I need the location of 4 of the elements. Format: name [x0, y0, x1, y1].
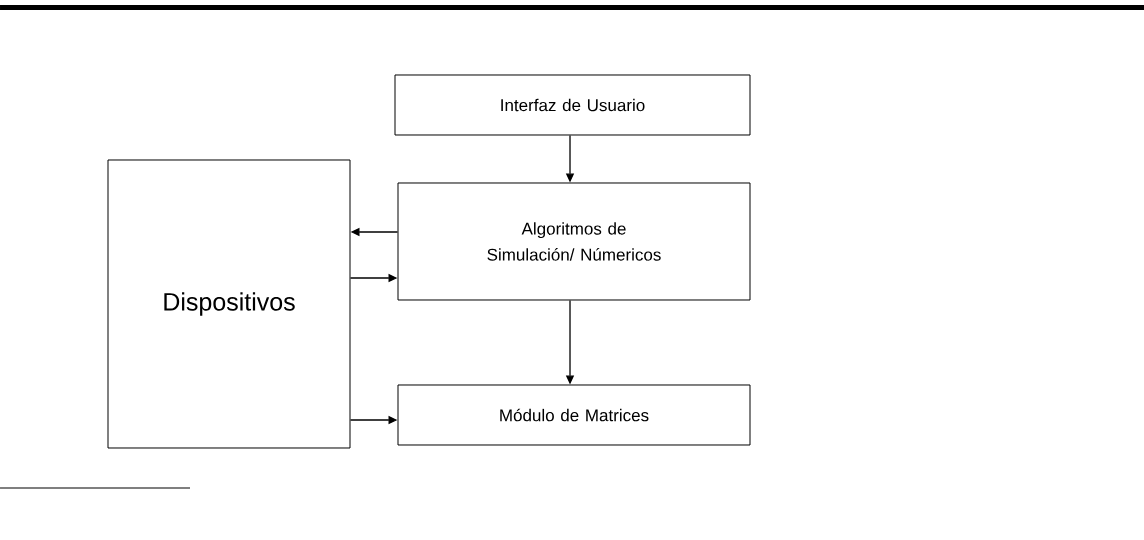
process-box: Interfaz de Usuario	[394, 74, 751, 136]
process-box: Dispositivos	[107, 159, 351, 449]
process-box: Algoritmos de Simulación/ Númericos	[397, 182, 751, 301]
process-box: Módulo de Matrices	[397, 384, 751, 446]
